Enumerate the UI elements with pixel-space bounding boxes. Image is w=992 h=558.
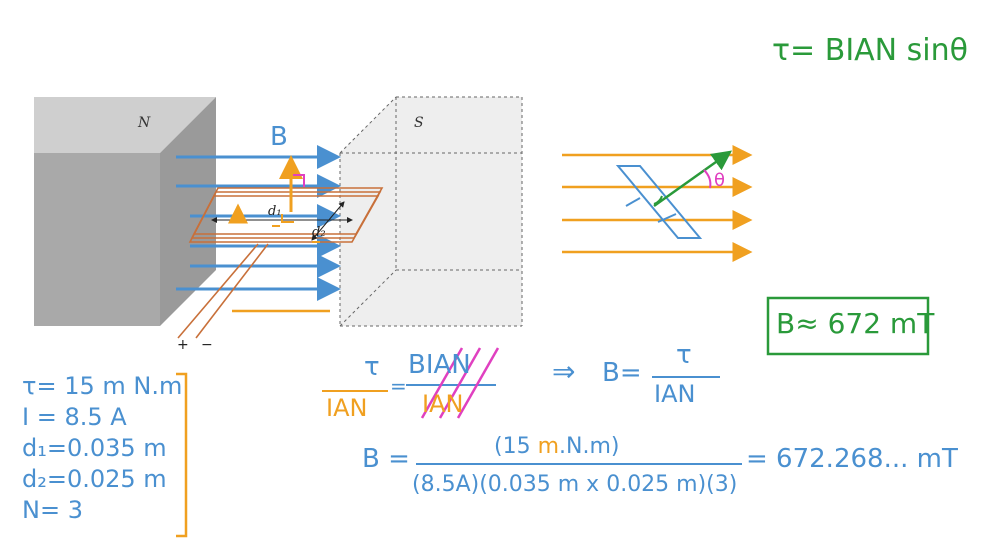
calc-num-open: (15: [494, 434, 538, 459]
calc-result: = 672.268... mT: [746, 444, 958, 474]
lhs-numerator: τ: [364, 352, 380, 382]
plus-terminal: +: [177, 337, 189, 353]
rhs-numerator: τ: [676, 340, 692, 370]
side-view-normal: [653, 150, 733, 208]
lhs-denominator: IAN: [326, 394, 368, 422]
givens-list: τ= 15 m N.m I = 8.5 A d₁=0.035 m d₂=0.02…: [22, 374, 182, 529]
coil: [177, 187, 384, 339]
given-d2: d₂=0.025 m: [22, 465, 167, 493]
mid-numerator: BIAN: [408, 350, 471, 380]
normal-vector: [228, 155, 330, 313]
answer-box: [766, 296, 930, 356]
north-magnet: [34, 97, 216, 326]
given-current: I = 8.5 A: [22, 403, 127, 431]
calc-num-close: .N.m): [559, 434, 620, 459]
derivation-lines: [322, 347, 742, 465]
d1-label: d₁: [268, 204, 282, 219]
south-label: S: [414, 115, 424, 131]
formula-top: τ= BIAN sinθ: [772, 33, 968, 68]
answer-text: B≈ 672 mT: [776, 307, 935, 340]
d2-label: d₂: [312, 225, 326, 240]
south-magnet: [339, 96, 523, 327]
givens-bracket: [176, 372, 188, 538]
calc-lhs: B =: [362, 444, 410, 474]
rhs-denominator: IAN: [654, 380, 696, 408]
side-view-loop: [615, 165, 703, 239]
equals-1: =: [390, 374, 407, 398]
field-label: B: [270, 122, 288, 152]
rhs-lhs: B=: [602, 358, 642, 388]
given-turns: N= 3: [22, 496, 83, 524]
calc-numerator: (15 m.N.m): [494, 436, 619, 458]
theta-label: θ: [714, 170, 726, 191]
implies-arrow: ⇒: [552, 355, 576, 388]
minus-terminal: −: [201, 337, 213, 353]
mid-denominator: IAN: [422, 390, 464, 418]
calc-num-prefix: m: [537, 434, 560, 459]
calc-denominator: (8.5A)(0.035 m x 0.025 m)(3): [412, 472, 738, 497]
given-d1: d₁=0.035 m: [22, 434, 167, 462]
north-label: N: [138, 115, 151, 131]
given-torque: τ= 15 m N.m: [22, 372, 183, 400]
